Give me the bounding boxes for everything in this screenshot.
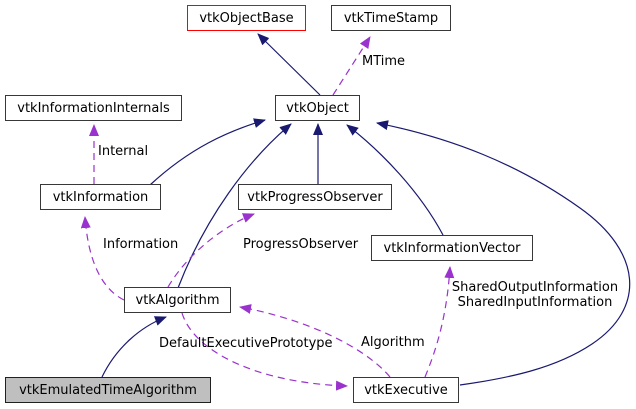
edge-label-progressobserver: ProgressObserver	[243, 237, 359, 252]
node-vtkexecutive[interactable]: vtkExecutive	[353, 377, 459, 403]
edge-vtkinformation-to-vtkobject	[149, 118, 266, 186]
edge-label-information: Information	[103, 237, 179, 252]
edge-label-sharedinputinformation: SharedInputInformation	[457, 295, 613, 310]
edge-algorithm	[239, 304, 391, 378]
edge-defaultexecutiveprototype	[181, 312, 348, 391]
edge-label-sharedinformation: SharedOutputInformation SharedInputInfor…	[450, 280, 620, 310]
edge-label-mtime: MTime	[362, 54, 406, 69]
edge-progressobserver	[167, 213, 255, 288]
edge-vtkemulatedtimealgorithm-to-vtkalgorithm	[101, 316, 167, 378]
node-vtkobject[interactable]: vtkObject	[275, 95, 360, 121]
edge-vtkalgorithm-to-vtkobject	[177, 123, 292, 289]
edge-label-internal: Internal	[98, 144, 149, 159]
edge-sharedinformation	[424, 266, 455, 378]
edge-label-defaultexecutiveprototype: DefaultExecutivePrototype	[159, 336, 333, 351]
edge-vtkexecutive-to-vtkobject	[376, 120, 631, 386]
node-vtkprogressobserver[interactable]: vtkProgressObserver	[238, 184, 392, 210]
edge-label-algorithm: Algorithm	[361, 335, 425, 350]
edge-vtkinformationvector-to-vtkobject	[346, 124, 444, 236]
edge-label-sharedoutputinformation: SharedOutputInformation	[451, 280, 619, 295]
node-vtkemulatedtimealgorithm: vtkEmulatedTimeAlgorithm	[5, 377, 211, 403]
node-vtkinformationvector[interactable]: vtkInformationVector	[371, 235, 533, 261]
node-vtkinformationinternals[interactable]: vtkInformationInternals	[5, 95, 182, 121]
edge-information	[80, 216, 125, 301]
node-vtktimestamp[interactable]: vtkTimeStamp	[331, 5, 451, 31]
node-vtkobjectbase[interactable]: vtkObjectBase	[187, 5, 306, 31]
node-vtkalgorithm[interactable]: vtkAlgorithm	[124, 287, 231, 313]
node-vtkinformation[interactable]: vtkInformation	[40, 184, 161, 210]
edge-vtkobject-to-vtkobjectbase	[257, 33, 321, 96]
